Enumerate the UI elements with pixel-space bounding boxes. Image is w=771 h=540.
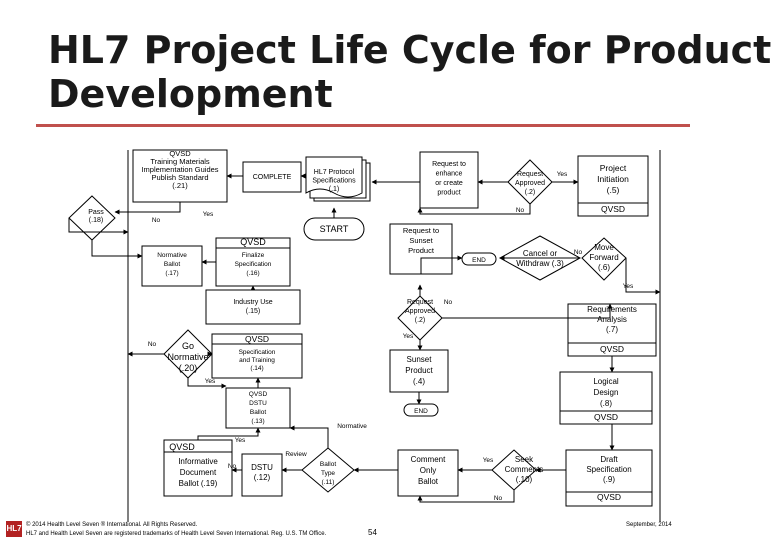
edge-label-yes: Yes: [205, 378, 216, 385]
connectors: [68, 173, 661, 503]
edge-label-yes: Yes: [623, 283, 634, 290]
node-qvsd-req: QVSD: [600, 344, 624, 354]
page-title: HL7 Project Life Cycle for Product Devel…: [48, 28, 771, 116]
dstu-box: [241, 453, 283, 497]
edge-label-no: No: [574, 249, 583, 256]
edge-label-yes: Yes: [203, 211, 214, 218]
industry-use-box: [205, 289, 301, 325]
footer-trademark: HL7 and Health Level Seven are registere…: [26, 531, 327, 537]
node-qvsd-info: QVSD: [169, 442, 195, 452]
edge-label-yes: Yes: [403, 333, 414, 340]
draft-spec-box: [565, 449, 653, 507]
edge-label-no: No: [152, 217, 161, 224]
cancel-diamond: [498, 235, 582, 281]
node-start: START: [320, 224, 349, 234]
node-pass: Pass(.18): [88, 209, 104, 224]
node-end1: END: [472, 257, 486, 264]
edge-label-no: No: [148, 341, 157, 348]
title-line-1: HL7 Project Life Cycle for Product: [48, 28, 771, 72]
edge-label-review: Review: [285, 451, 307, 458]
move-forward-diamond: [581, 237, 627, 281]
edge-label-no: No: [494, 495, 503, 502]
node-qvsd-logical: QVSD: [594, 412, 618, 422]
edge-label-normative: Normative: [337, 423, 367, 430]
edge-label-no: No: [516, 207, 525, 214]
frame-lines: [127, 150, 661, 522]
edge-label-no: No: [444, 299, 453, 306]
ballot-type-diamond: [301, 447, 355, 493]
normative-ballot-box: [141, 245, 203, 287]
title-line-2: Development: [48, 72, 333, 116]
comment-only-box: [397, 449, 459, 497]
edge-label-yes: Yes: [483, 457, 494, 464]
protocol-doc-stack: [305, 156, 371, 202]
footer-date: September, 2014: [626, 522, 672, 528]
node-qvsd-spec: QVSD: [245, 334, 269, 344]
edge-label-no: No: [228, 463, 237, 470]
footer-copyright: © 2014 Health Level Seven ® Internationa…: [26, 522, 198, 528]
node-dstu: DSTU(.12): [251, 463, 273, 482]
node-qvsd-final: QVSD: [240, 237, 266, 247]
title-rule: [36, 124, 690, 127]
node-end2: END: [414, 408, 428, 415]
node-industry-use: Industry Use(.15): [233, 299, 272, 315]
node-complete: COMPLETE: [253, 174, 292, 181]
node-qvsd-init: QVSD: [601, 204, 625, 214]
node-qvsd-draft: QVSD: [597, 492, 621, 502]
project-init-box: [577, 155, 649, 217]
footer-page-number: 54: [368, 528, 377, 537]
edge-label-yes: Yes: [557, 171, 568, 178]
logical-design-box: [559, 371, 653, 425]
edge-label-yes: Yes: [235, 437, 246, 444]
hl7-logo: HL7: [6, 521, 22, 537]
